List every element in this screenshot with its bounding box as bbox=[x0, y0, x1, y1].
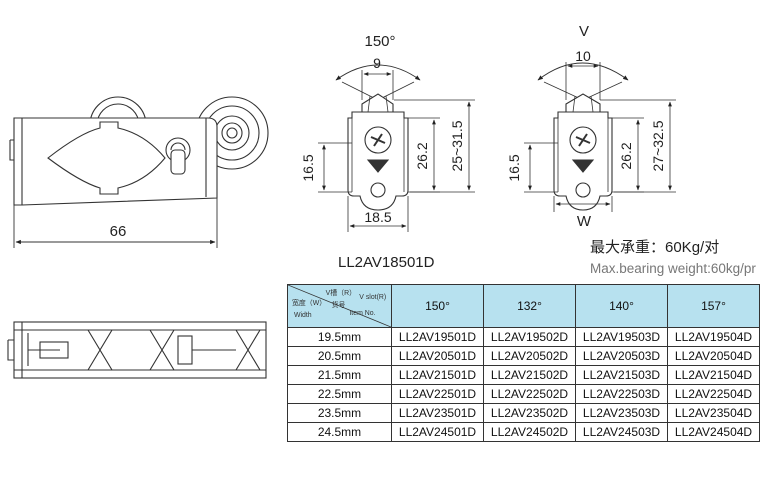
dim-16-5-label-mid: 16.5 bbox=[300, 154, 316, 181]
item-cell: LL2AV21504D bbox=[667, 365, 760, 385]
angle-150-label: 150° bbox=[364, 33, 395, 50]
cross-slot bbox=[47, 121, 166, 195]
angle-v-label: V bbox=[579, 23, 589, 40]
table-header-row: V槽（R） V slot(R) 货号 Item No. 宽度（W） Width … bbox=[287, 284, 760, 328]
table-row: 24.5mm LL2AV24501D LL2AV24502D LL2AV2450… bbox=[287, 422, 760, 442]
item-cell: LL2AV19502D bbox=[483, 327, 576, 347]
corner-item-en: Item No. bbox=[349, 310, 375, 317]
dim-16-5-label-right: 16.5 bbox=[506, 154, 522, 181]
max-bearing-en: Max.bearing weight:60kg/pr bbox=[590, 261, 756, 276]
item-cell: LL2AV24501D bbox=[391, 422, 484, 442]
item-cell: LL2AV24504D bbox=[667, 422, 760, 442]
front-view-v bbox=[537, 62, 629, 211]
header-157: 157° bbox=[667, 284, 760, 328]
max-bearing-cn: 最大承重：60Kg/对 bbox=[590, 239, 720, 256]
wheel-profile-2 bbox=[235, 329, 261, 371]
dim-26-2-label-right: 26.2 bbox=[618, 142, 634, 169]
item-cell: LL2AV20503D bbox=[575, 346, 668, 366]
corner-vslot-cn: V槽（R） bbox=[326, 288, 356, 297]
table-corner-cell: V槽（R） V slot(R) 货号 Item No. 宽度（W） Width bbox=[287, 284, 392, 328]
row-width: 21.5mm bbox=[287, 365, 392, 385]
table-row: 21.5mm LL2AV21501D LL2AV21502D LL2AV2150… bbox=[287, 365, 760, 385]
dim-18-5-label: 18.5 bbox=[364, 209, 391, 225]
item-cell: LL2AV23503D bbox=[575, 403, 668, 423]
roller-top-view bbox=[7, 321, 267, 379]
item-cell: LL2AV24503D bbox=[575, 422, 668, 442]
front-view-150 bbox=[335, 64, 421, 211]
item-cell: LL2AV20504D bbox=[667, 346, 760, 366]
item-cell: LL2AV22502D bbox=[483, 384, 576, 404]
row-width: 22.5mm bbox=[287, 384, 392, 404]
item-cell: LL2AV20502D bbox=[483, 346, 576, 366]
table-row: 23.5mm LL2AV23501D LL2AV23502D LL2AV2350… bbox=[287, 403, 760, 423]
spec-table: V槽（R） V slot(R) 货号 Item No. 宽度（W） Width … bbox=[287, 284, 760, 442]
item-cell: LL2AV23504D bbox=[667, 403, 760, 423]
dim-9-label: 9 bbox=[373, 55, 381, 71]
row-width: 24.5mm bbox=[287, 422, 392, 442]
item-cell: LL2AV24502D bbox=[483, 422, 576, 442]
row-width: 23.5mm bbox=[287, 403, 392, 423]
dim-66-label: 66 bbox=[110, 223, 127, 240]
table-row: 20.5mm LL2AV20501D LL2AV20502D LL2AV2050… bbox=[287, 346, 760, 366]
item-cell: LL2AV22504D bbox=[667, 384, 760, 404]
roller-side-view bbox=[9, 96, 269, 206]
table-row: 19.5mm LL2AV19501D LL2AV19502D LL2AV1950… bbox=[287, 327, 760, 347]
dims-middle bbox=[318, 99, 475, 232]
item-cell: LL2AV19504D bbox=[667, 327, 760, 347]
corner-width-cn: 宽度（W） bbox=[292, 298, 326, 307]
item-cell: LL2AV21503D bbox=[575, 365, 668, 385]
dim-w-label: W bbox=[577, 213, 592, 230]
item-cell: LL2AV23501D bbox=[391, 403, 484, 423]
item-cell: LL2AV23502D bbox=[483, 403, 576, 423]
dim-26-2-label-mid: 26.2 bbox=[414, 142, 430, 169]
item-cell: LL2AV19503D bbox=[575, 327, 668, 347]
item-cell: LL2AV21501D bbox=[391, 365, 484, 385]
header-150: 150° bbox=[391, 284, 484, 328]
header-140: 140° bbox=[575, 284, 668, 328]
model-number: LL2AV18501D bbox=[338, 254, 435, 271]
item-cell: LL2AV20501D bbox=[391, 346, 484, 366]
item-cell: LL2AV22503D bbox=[575, 384, 668, 404]
dim-27-32-5-label: 27~32.5 bbox=[650, 120, 666, 171]
row-width: 20.5mm bbox=[287, 346, 392, 366]
item-cell: LL2AV21502D bbox=[483, 365, 576, 385]
dim-width-left bbox=[13, 198, 218, 248]
row-width: 19.5mm bbox=[287, 327, 392, 347]
table-row: 22.5mm LL2AV22501D LL2AV22502D LL2AV2250… bbox=[287, 384, 760, 404]
dim-25-31-5-label: 25~31.5 bbox=[449, 120, 465, 171]
roller-housing bbox=[13, 117, 218, 206]
header-132: 132° bbox=[483, 284, 576, 328]
item-cell: LL2AV22501D bbox=[391, 384, 484, 404]
dim-10-label: 10 bbox=[575, 48, 591, 64]
corner-width-en: Width bbox=[294, 312, 312, 319]
dims-right bbox=[524, 99, 676, 212]
wheel-profile-1 bbox=[87, 329, 113, 371]
corner-item-cn: 货号 bbox=[332, 300, 346, 309]
item-cell: LL2AV19501D bbox=[391, 327, 484, 347]
corner-vslot-en: V slot(R) bbox=[359, 294, 386, 301]
